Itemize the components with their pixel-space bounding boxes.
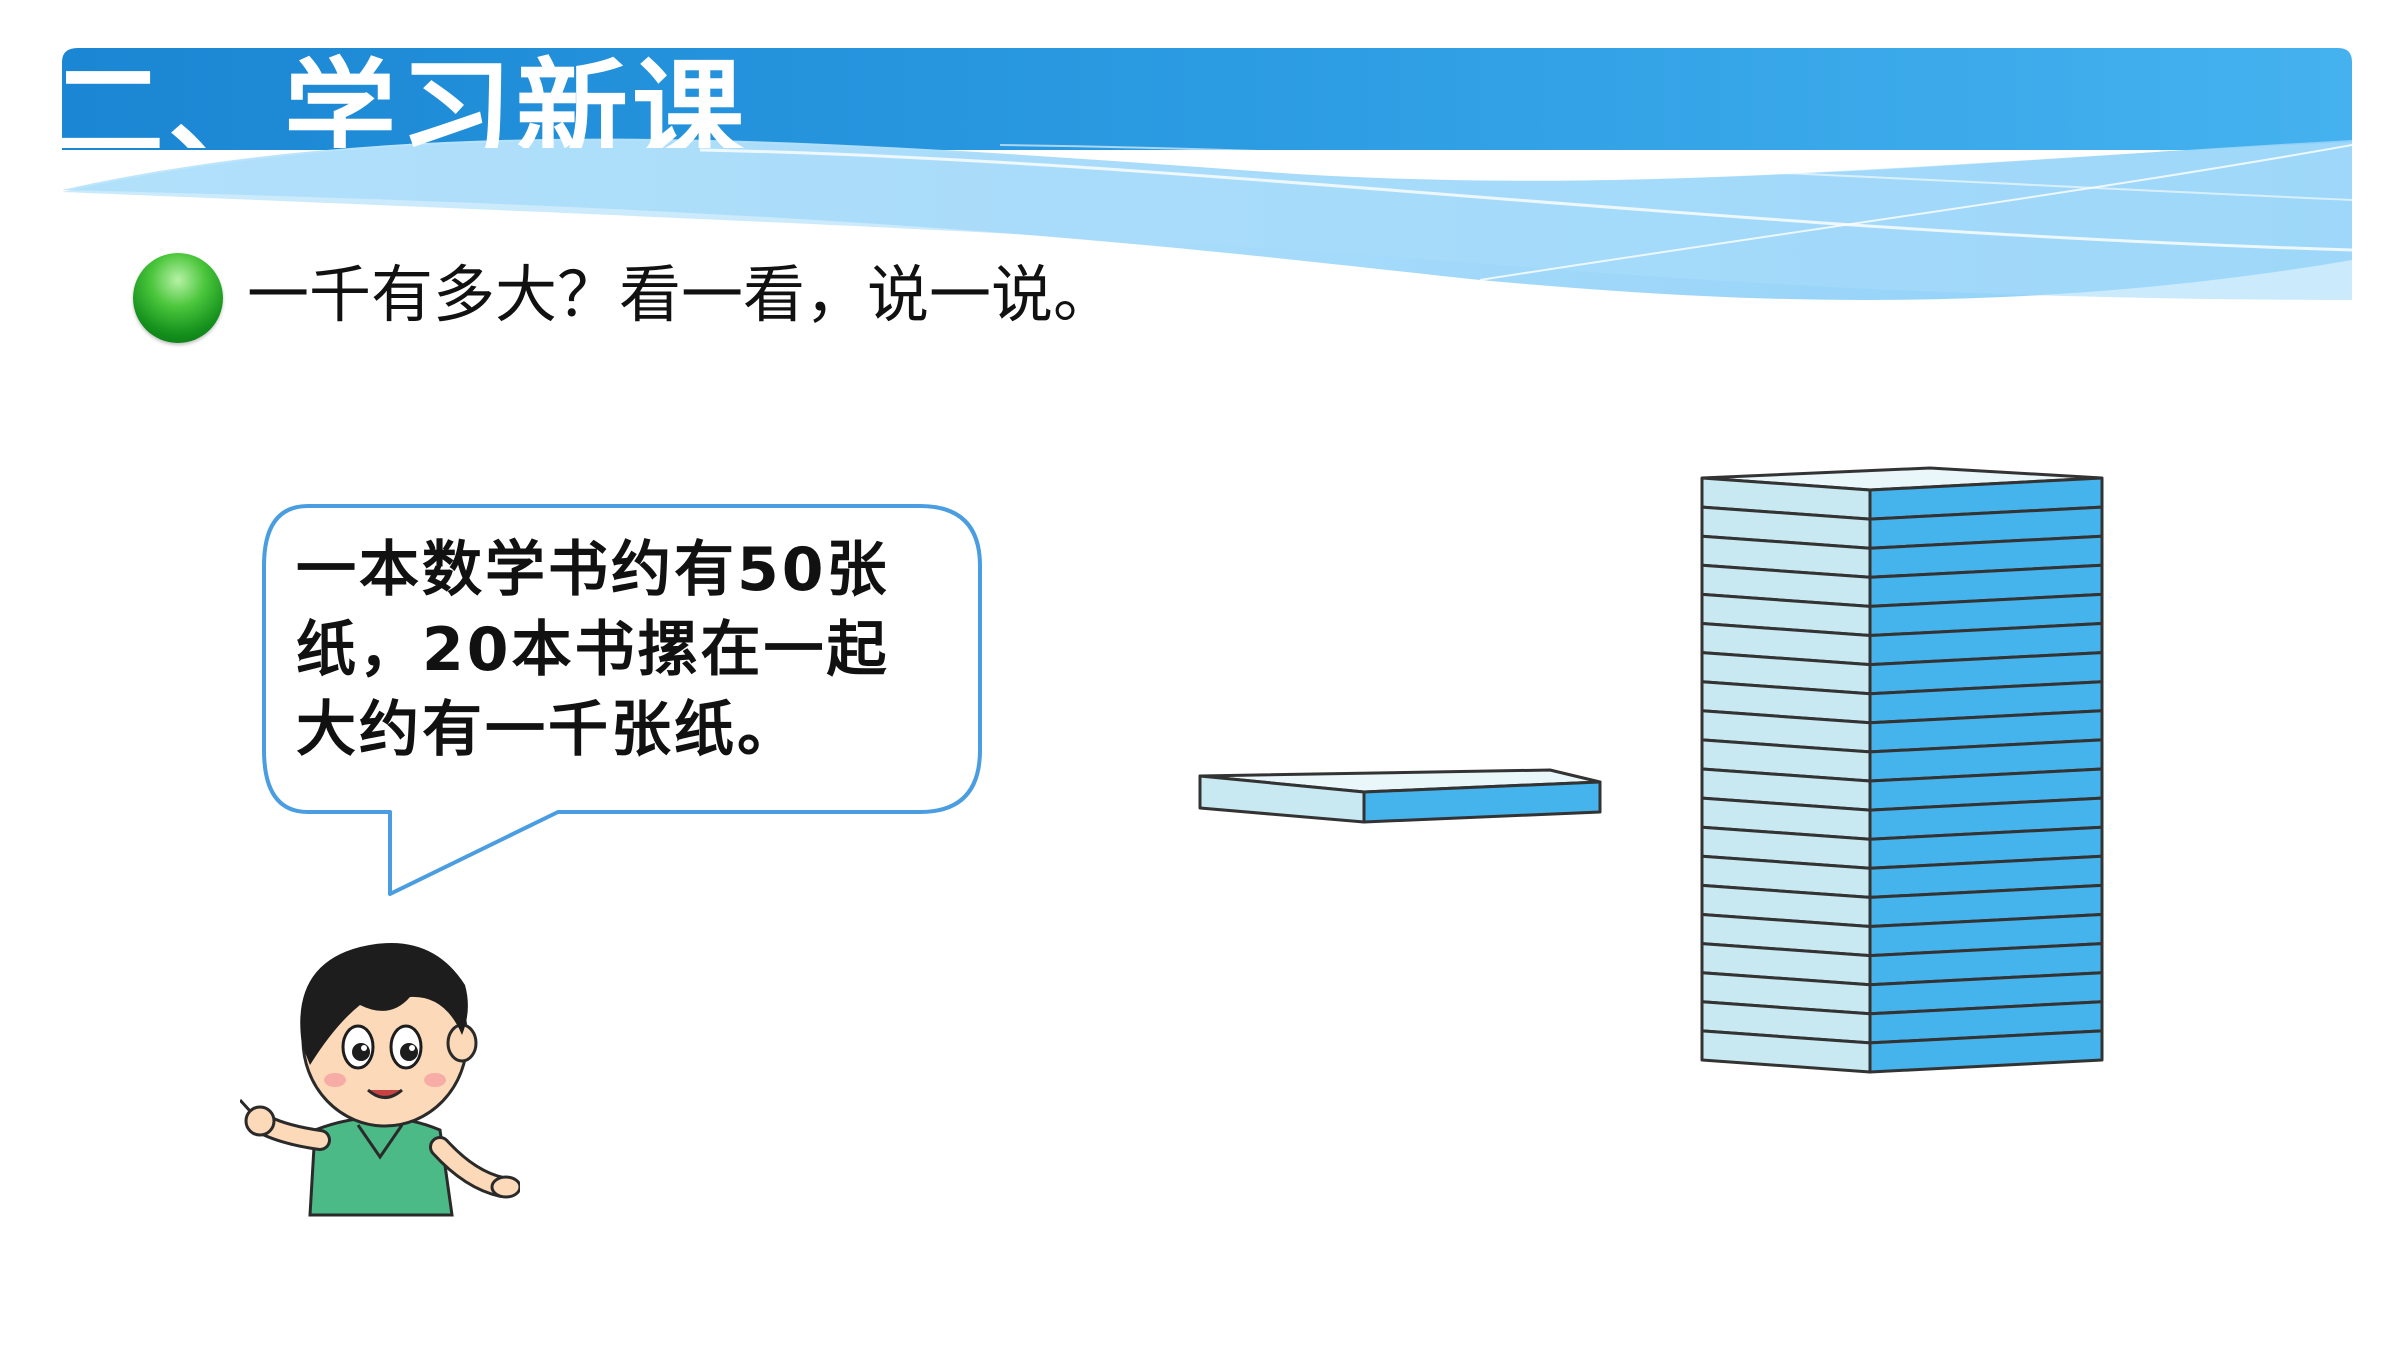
stack-book-front [1868,1029,2104,1074]
slide-title: 二、学习新课 [52,48,748,148]
bubble-line-1: 一本数学书约有50张 [296,535,890,605]
question-text: 一千有多大？看一看，说一说。 [247,258,1116,331]
bubble-line-3: 大约有一千张纸。 [296,695,800,765]
green-bullet-icon [133,253,223,343]
header-banner [62,48,2353,300]
book-stack-icon [1700,466,2104,1074]
single-book-icon [1198,768,1602,824]
speech-bubble [262,504,982,896]
bubble-line-2: 纸，20本书摞在一起 [296,615,890,685]
bubble-text: 一本数学书约有50张 纸，20本书摞在一起 大约有一千张纸。 [296,530,976,770]
boy-character-icon [240,942,520,1217]
